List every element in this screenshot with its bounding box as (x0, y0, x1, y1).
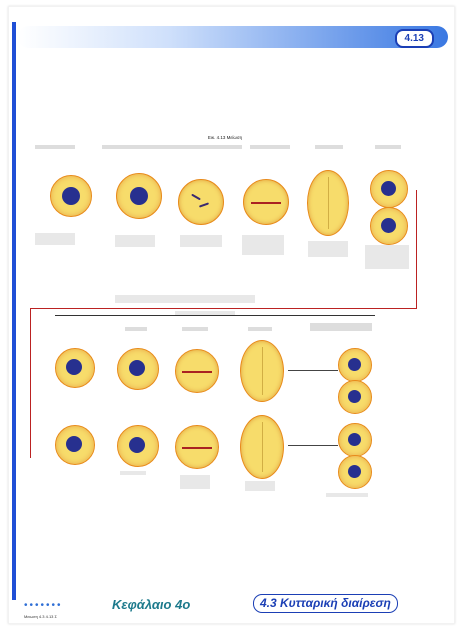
row2-title (175, 311, 235, 315)
row2-caption-4 (326, 493, 368, 497)
connector-across (30, 308, 417, 309)
caption-5 (308, 241, 348, 257)
footer-small-print: Μειωση 4.3 4.13 Σ (24, 614, 57, 619)
row2-header-4 (310, 323, 372, 331)
row1-header-4 (315, 145, 343, 149)
caption-6 (365, 245, 409, 269)
row2-header-1 (125, 327, 147, 331)
product-cell-4 (338, 455, 372, 489)
row2a-cell-2 (117, 348, 159, 390)
row1-header-2 (102, 145, 242, 149)
connector-caption (115, 295, 255, 303)
arrow-bottom (288, 445, 338, 446)
connector-left (30, 308, 31, 458)
footer-chapter-label: Κεφάλαιο 4ο (112, 597, 190, 612)
row1-header-5 (375, 145, 401, 149)
product-cell-2 (338, 380, 372, 414)
row2a-cell-1 (55, 348, 95, 388)
row2-header-2 (182, 327, 208, 331)
page-number-badge: 4.13 (395, 29, 434, 48)
metaphase-II-cell-bottom (175, 425, 219, 469)
diagram-title: Εικ. 4.13 Μείωση (170, 135, 280, 140)
caption-2 (115, 235, 155, 247)
header-bar: 4.13 (18, 26, 448, 48)
meiosis-diagram: Εικ. 4.13 Μείωση (30, 135, 440, 515)
arrow-top (288, 370, 338, 371)
anaphase-II-cell-top (240, 340, 284, 402)
footer-section-label: 4.3 Κυτταρική διαίρεση (253, 594, 398, 613)
caption-3 (180, 235, 222, 247)
metaphase-I-cell (243, 179, 289, 225)
caption-1 (35, 233, 75, 245)
prophase-late-cell (178, 179, 224, 225)
row2-caption-1 (120, 471, 146, 475)
interphase-cell (50, 175, 92, 217)
footer-dots: ••••••• (24, 600, 63, 611)
row2b-cell-2 (117, 425, 159, 467)
anaphase-II-cell-bottom (240, 415, 284, 479)
telophase-I-cell-top (370, 170, 408, 208)
row2-header-3 (248, 327, 272, 331)
prophase-early-cell (116, 173, 162, 219)
metaphase-II-cell-top (175, 349, 219, 393)
row2-caption-3 (245, 481, 275, 491)
row1-header-1 (35, 145, 75, 149)
row2-caption-2 (180, 475, 210, 489)
connector-right (416, 190, 417, 308)
product-cell-1 (338, 348, 372, 382)
anaphase-I-cell (307, 170, 349, 236)
left-blue-rule (12, 22, 16, 600)
caption-4 (242, 235, 284, 255)
telophase-I-cell-bottom (370, 207, 408, 245)
row1-header-3 (250, 145, 290, 149)
row2-bracket (55, 315, 375, 316)
row2b-cell-1 (55, 425, 95, 465)
product-cell-3 (338, 423, 372, 457)
